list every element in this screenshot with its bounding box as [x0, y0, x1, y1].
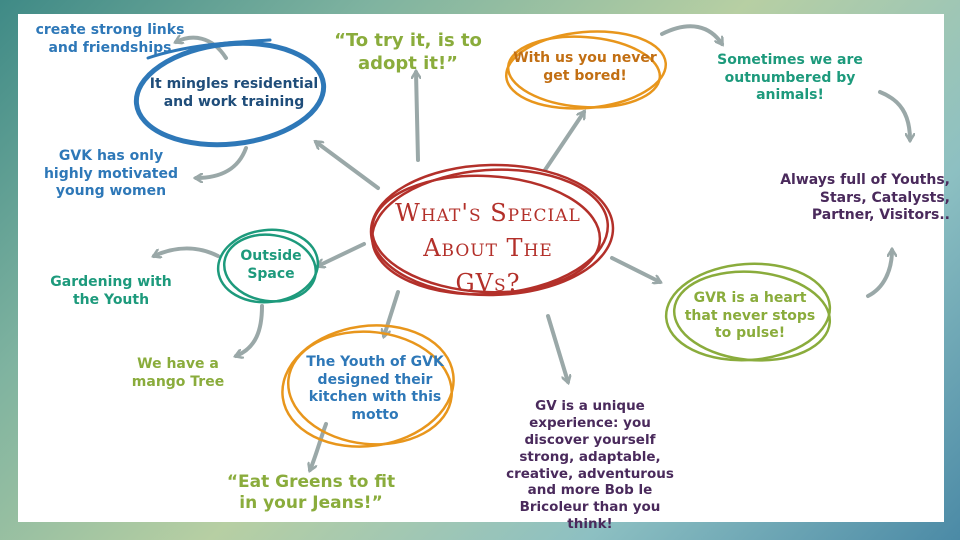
center-title: What's Special About The GVs?: [388, 196, 588, 300]
center-title-line2: About The GVs?: [423, 233, 553, 297]
arrow-to-motivated: [196, 146, 248, 178]
node-animals: Sometimes we are outnumbered by animals!: [717, 52, 863, 103]
kitchen-scribble: [281, 324, 455, 448]
arrow-to-kitchen: [384, 290, 400, 336]
node-unique: GV is a unique experience: you discover …: [506, 398, 674, 533]
arrow-to-greens: [310, 422, 328, 470]
node-gardening: Gardening with the Youth: [50, 274, 172, 308]
bored-scribble: [504, 30, 668, 110]
arrow-to-animals: [660, 24, 724, 44]
node-kitchen: The Youth of GVK designed their kitchen …: [306, 354, 444, 423]
node-friendships: create strong links and friendships: [35, 22, 185, 56]
arrow-to-mingles: [316, 142, 380, 190]
arrow-to-outside: [318, 242, 366, 266]
node-adopt: “To try it, is to adopt it!”: [334, 30, 482, 74]
arrow-to-adopt: [416, 72, 418, 162]
center-title-line1: What's Special: [395, 199, 581, 227]
node-youths: Always full of Youths, Stars, Catalysts,…: [780, 172, 950, 223]
arrow-from-heart-to-youths: [866, 250, 892, 298]
node-heart: GVR is a heart that never stops to pulse…: [684, 290, 816, 341]
arrow-to-bored: [543, 112, 586, 172]
arrow-to-friendships: [176, 38, 228, 60]
node-mango: We have a mango Tree: [131, 356, 225, 390]
outside-scribble: [216, 228, 320, 304]
arrow-to-unique: [546, 314, 568, 382]
node-greens: “Eat Greens to fit in your Jeans!”: [226, 472, 396, 514]
node-bored: With us you never get bored!: [513, 50, 657, 84]
arrow-to-gardening: [154, 246, 220, 257]
heart-scribble: [664, 262, 832, 362]
arrow-to-youths: [878, 90, 910, 140]
node-mingles: It mingles residential and work training: [149, 76, 319, 110]
arrow-to-heart: [610, 256, 660, 282]
node-motivated: GVK has only highly motivated young wome…: [43, 148, 179, 199]
node-outside: Outside Space: [240, 248, 302, 282]
center-scribble: [369, 163, 615, 297]
arrow-to-mango: [236, 304, 264, 356]
